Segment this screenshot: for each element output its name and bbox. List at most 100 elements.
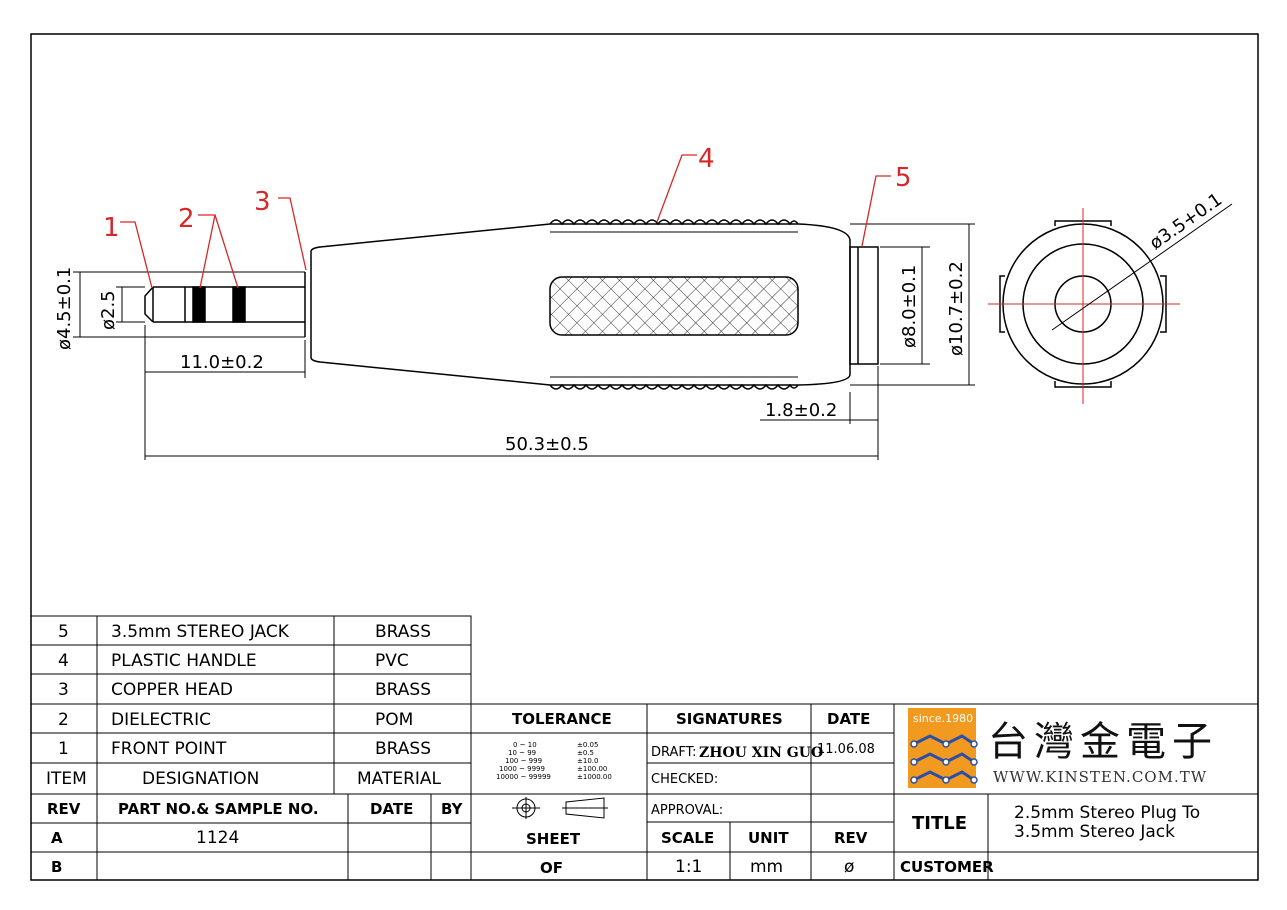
callout-numbers: 1 2 3 4 5 (103, 144, 912, 243)
sheet-block: SHEET OF (526, 830, 581, 877)
rev-table: REV PART NO.& SAMPLE NO. DATE BY A 1124 … (47, 800, 464, 876)
dim-plug-outer-dia: ø4.5±0.1 (54, 267, 75, 350)
tolerance-range: 10000 ~ 99999 (496, 773, 551, 781)
tolerance-range: 0 ~ 10 (513, 741, 537, 749)
customer-label: CUSTOMER (900, 858, 994, 876)
bom-item: 3 (58, 680, 69, 700)
callout-leaders (120, 154, 891, 289)
rev-header-part: PART NO.& SAMPLE NO. (118, 800, 319, 818)
callout-4: 4 (698, 144, 715, 174)
tolerance-value: ±0.5 (577, 749, 594, 757)
company-url: WWW.KINSTEN.COM.TW (993, 768, 1207, 786)
bom-table-grid (30, 615, 472, 795)
body-taper (310, 223, 551, 252)
bom-material: BRASS (375, 622, 431, 642)
callout-1: 1 (103, 213, 120, 243)
signatures-title: SIGNATURES (676, 710, 783, 728)
bom-designation: COPPER HEAD (111, 680, 233, 700)
bom-item: 1 (58, 739, 69, 759)
callout-5: 5 (895, 163, 912, 193)
scale-value: 1:1 (675, 857, 702, 877)
bom-header-material: MATERIAL (357, 769, 442, 789)
dim-jack-face: 1.8±0.2 (765, 400, 837, 421)
company-name: 台灣金電子 (988, 719, 1218, 765)
tolerance-value: ±0.05 (577, 741, 598, 749)
bom-designation: PLASTIC HANDLE (111, 651, 257, 671)
draft-label: DRAFT: (651, 745, 697, 760)
tolerance-value: ±100.00 (577, 765, 607, 773)
bom-row: 5 3.5mm STEREO JACK BRASS (58, 622, 431, 642)
grip-serration-bottom (549, 383, 799, 390)
bom-table: 5 3.5mm STEREO JACK BRASS 4 PLASTIC HAND… (46, 622, 442, 789)
bom-material: PVC (375, 651, 409, 671)
of-label: OF (540, 859, 563, 877)
rev-header-by: BY (441, 800, 464, 818)
rev-row-a: A (51, 829, 63, 847)
side-dimensions (73, 223, 975, 460)
bom-header-item: ITEM (46, 769, 87, 789)
tolerance-range: 100 ~ 999 (505, 757, 542, 765)
date-title: DATE (827, 710, 870, 728)
callout-3: 3 (254, 187, 271, 217)
tolerance-range: 1000 ~ 9999 (499, 765, 545, 773)
approval-label: APPROVAL: (651, 803, 723, 818)
hole-dim-leader (1051, 203, 1233, 331)
dim-body-dia: ø10.7±0.2 (946, 261, 967, 356)
bom-row: 4 PLASTIC HANDLE PVC (58, 651, 409, 671)
draft-name: ZHOU XIN GUO (699, 745, 823, 761)
signatures-block: SIGNATURES DRAFT: ZHOU XIN GUO CHECKED: … (651, 710, 823, 818)
sheet-label: SHEET (526, 830, 581, 848)
title-label: TITLE (912, 813, 967, 834)
insulator-ring-1 (192, 286, 206, 323)
scale-label: SCALE (661, 829, 714, 847)
rev-value: ø (844, 857, 854, 877)
bom-material: POM (375, 710, 413, 730)
rev-row-b: B (51, 858, 62, 876)
bom-row: 1 FRONT POINT BRASS (58, 739, 431, 759)
company-logo: since.1980 台灣金電子 WWW.KINSTEN.COM.TW (908, 708, 1218, 788)
grip-serration-top (549, 219, 799, 226)
unit-value: mm (750, 857, 783, 877)
dim-jack-inner-dia: ø8.0±0.1 (899, 265, 920, 348)
tolerance-value: ±1000.00 (577, 773, 612, 781)
tolerance-block: TOLERANCE 0 ~ 10 10 ~ 99 100 ~ 999 1000 … (496, 710, 612, 781)
knurled-grip (549, 276, 799, 336)
tolerance-range: 10 ~ 99 (508, 749, 536, 757)
jack-face (849, 246, 879, 365)
checked-label: CHECKED: (651, 772, 718, 787)
bom-designation: DIELECTRIC (111, 710, 211, 730)
callout-2: 2 (178, 204, 195, 234)
insulator-ring-2 (232, 286, 246, 323)
bom-row: 3 COPPER HEAD BRASS (58, 680, 431, 700)
date-value: 11.06.08 (817, 742, 875, 757)
title-line-2: 3.5mm Stereo Jack (1014, 822, 1175, 842)
title-block: TITLE 2.5mm Stereo Plug To 3.5mm Stereo … (900, 803, 1200, 876)
bom-header-designation: DESIGNATION (142, 769, 259, 789)
bom-material: BRASS (375, 680, 431, 700)
side-view (144, 219, 879, 390)
plug-tip (144, 286, 154, 323)
centerlines (988, 208, 1180, 404)
rev-header-rev: REV (47, 800, 81, 818)
tolerance-title: TOLERANCE (512, 710, 612, 728)
title-line-1: 2.5mm Stereo Plug To (1014, 803, 1200, 823)
logo-since: since.1980 (913, 712, 973, 725)
rev-header-date: DATE (370, 800, 413, 818)
bom-designation: 3.5mm STEREO JACK (111, 622, 290, 642)
side-dimension-labels: ø4.5±0.1 ø2.5 11.0±0.2 50.3±0.5 1.8±0.2 … (54, 261, 967, 455)
date-block: DATE 11.06.08 (817, 710, 875, 757)
bom-item: 5 (58, 622, 69, 642)
bom-header-row: ITEM DESIGNATION MATERIAL (46, 769, 442, 789)
title-block-grid (470, 703, 1259, 881)
tolerance-value: ±10.0 (577, 757, 598, 765)
dim-plug-length: 11.0±0.2 (180, 352, 264, 373)
unit-label: UNIT (748, 829, 789, 847)
bom-item: 2 (58, 710, 69, 730)
dim-overall-length: 50.3±0.5 (505, 434, 589, 455)
scale-block: SCALE 1:1 UNIT mm REV ø (661, 829, 868, 877)
bom-row: 2 DIELECTRIC POM (58, 710, 413, 730)
dim-plug-dia: ø2.5 (98, 290, 119, 330)
bom-material: BRASS (375, 739, 431, 759)
projection-symbol (512, 797, 608, 819)
